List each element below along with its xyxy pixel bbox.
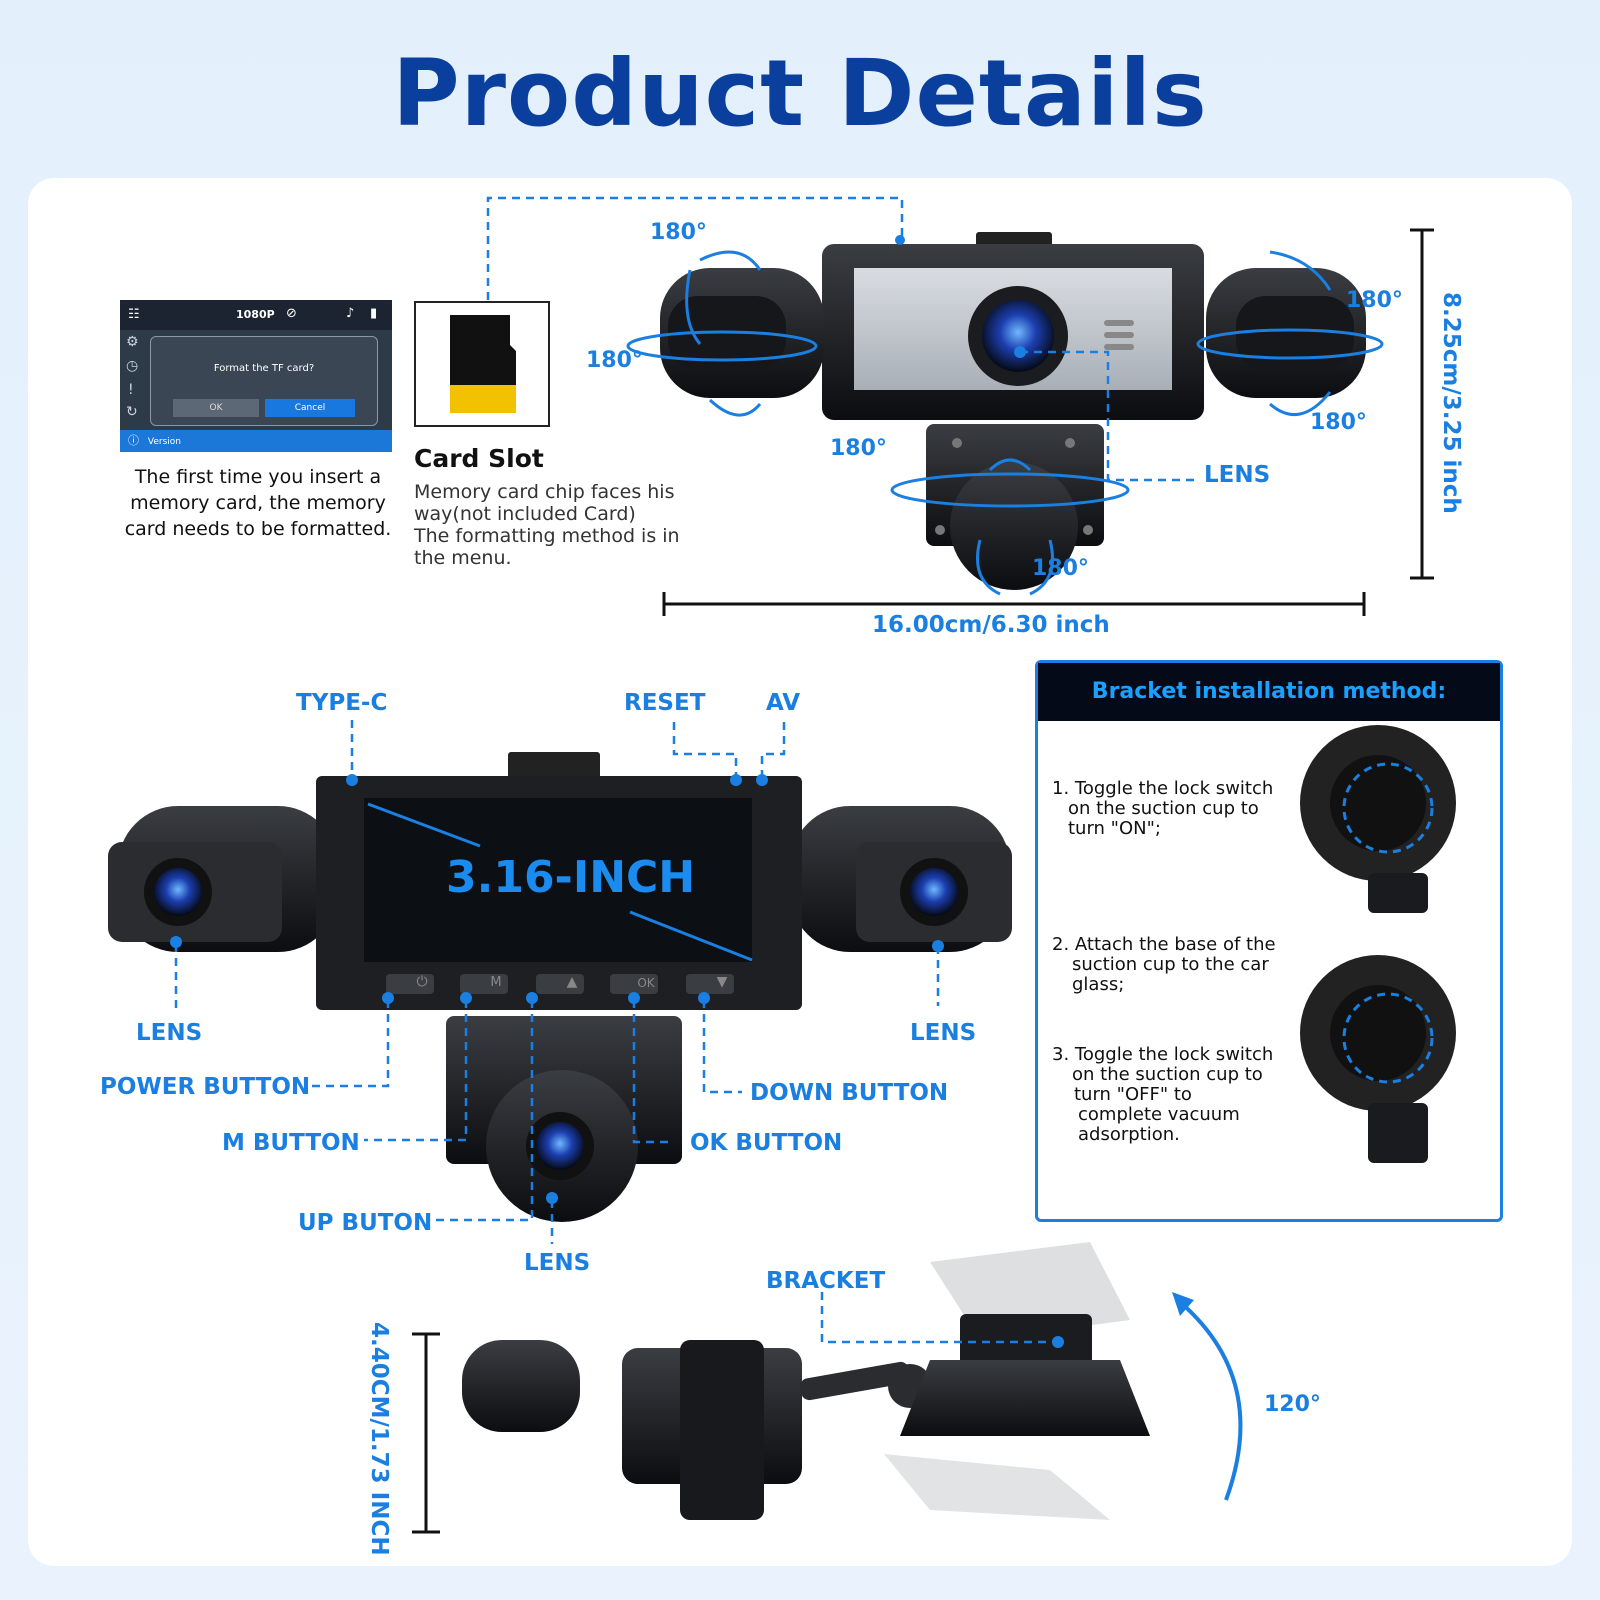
suction-cup-images xyxy=(1300,725,1456,1163)
card-slot-text: Memory card chip faces his way(not inclu… xyxy=(414,481,704,569)
ok-button[interactable]: OK xyxy=(173,399,259,417)
bracket-step-2: 2. Attach the base of the suction cup to… xyxy=(1052,935,1276,995)
info-icon: ⓘ xyxy=(128,434,139,447)
sd-card-icon xyxy=(450,315,516,413)
dimension-lines xyxy=(412,228,1434,1534)
side-view-device xyxy=(462,1242,1150,1520)
front-device xyxy=(108,752,1012,1222)
top-lens-label: LENS xyxy=(1204,462,1271,488)
card-slot-line: The formatting method is in xyxy=(414,525,680,547)
version-label: Version xyxy=(147,437,181,447)
dialog-text: Format the TF card? xyxy=(213,363,315,374)
refresh-icon: ↻ xyxy=(126,404,138,420)
reset-label: RESET xyxy=(624,690,706,716)
settings-icon: ☷ xyxy=(128,307,140,322)
width-dimension: 16.00cm/6.30 inch xyxy=(872,612,1110,638)
right-lens-label: LENS xyxy=(910,1020,977,1046)
bracket-step-line: on the suction cup to xyxy=(1072,1064,1263,1085)
type-c-label: TYPE-C xyxy=(296,690,388,716)
bracket-step-line: turn "ON"; xyxy=(1068,818,1161,839)
bracket-step-1: 1. Toggle the lock switch on the suction… xyxy=(1052,779,1273,839)
no-record-icon: ⊘ xyxy=(286,306,297,321)
format-note-line: card needs to be formatted. xyxy=(124,518,392,540)
bracket-step-line: suction cup to the car xyxy=(1072,954,1269,975)
top-leader-lines xyxy=(486,196,1196,482)
cancel-button[interactable]: Cancel xyxy=(265,399,355,417)
angle-arc xyxy=(1178,1300,1243,1501)
bottom-lens-label: LENS xyxy=(524,1250,591,1276)
format-screen: ☷ 1080P ⊘ ♪ ▮ ⚙ ◷ ! ↻ Format the TF card… xyxy=(120,300,392,452)
bracket-angle-label: 120° xyxy=(1264,1392,1321,1417)
alert-icon: ! xyxy=(128,382,134,398)
bracket-step-3: 3. Toggle the lock switch on the suction… xyxy=(1052,1045,1273,1145)
bracket-step-line: turn "OFF" to xyxy=(1074,1084,1192,1105)
ok-button-mark: OK xyxy=(637,976,655,990)
battery-icon: ▮ xyxy=(370,306,378,321)
card-slot-line: Memory card chip faces his xyxy=(414,481,675,503)
front-leader-dots xyxy=(170,774,944,1204)
bracket-step-line: 1. Toggle the lock switch xyxy=(1052,778,1274,799)
left-lens-label: LENS xyxy=(136,1020,203,1046)
top-device xyxy=(660,232,1366,590)
rotation-label: 180° xyxy=(1032,556,1089,581)
bracket-heading: Bracket installation method: xyxy=(1038,663,1500,721)
gear-icon: ⚙ xyxy=(126,334,139,350)
screen-status-bar: ☷ 1080P ⊘ ♪ ▮ xyxy=(120,300,392,330)
up-button-label: UP BUTON xyxy=(298,1210,433,1236)
power-icon: ⏻ xyxy=(416,974,428,990)
format-note-line: memory card, the memory xyxy=(130,492,386,514)
bracket-step-line: 3. Toggle the lock switch xyxy=(1052,1044,1274,1065)
down-button-label: DOWN BUTTON xyxy=(750,1080,949,1106)
bracket-step-line: adsorption. xyxy=(1078,1124,1180,1145)
clock-icon: ◷ xyxy=(126,358,139,374)
down-arrow-icon: ▼ xyxy=(716,974,728,990)
page-title: Product Details xyxy=(392,40,1208,147)
depth-dimension: 4.40CM/1.73 INCH xyxy=(366,1322,392,1556)
resolution-text: 1080P xyxy=(236,308,275,321)
rotation-label: 180° xyxy=(830,436,887,461)
height-dimension: 8.25cm/3.25 inch xyxy=(1438,292,1464,514)
rotation-label: 180° xyxy=(586,348,643,373)
bracket-step-line: 2. Attach the base of the xyxy=(1052,934,1276,955)
bracket-label: BRACKET xyxy=(766,1268,886,1294)
format-dialog: Format the TF card? OK Cancel xyxy=(150,336,378,426)
front-leader-lines xyxy=(174,720,940,1244)
rotation-label: 180° xyxy=(1310,410,1367,435)
mic-icon: ♪ xyxy=(346,306,355,321)
av-label: AV xyxy=(766,690,801,716)
format-note-line: The first time you insert a xyxy=(134,466,382,488)
version-bar: ⓘ Version xyxy=(120,430,392,452)
rotation-arrows xyxy=(626,250,1384,596)
card-slot-title: Card Slot xyxy=(414,444,544,473)
m-button-label: M BUTTON xyxy=(222,1130,360,1156)
bracket-step-line: glass; xyxy=(1072,974,1125,995)
card-slot-image xyxy=(414,301,550,427)
card-slot-line: the menu. xyxy=(414,547,512,569)
up-arrow-icon: ▲ xyxy=(566,974,578,990)
format-note: The first time you insert a memory card,… xyxy=(108,464,408,542)
m-button-mark: M xyxy=(490,975,502,990)
screen-size-label: 3.16-INCH xyxy=(446,852,696,903)
bracket-step-line: complete vacuum xyxy=(1078,1104,1240,1125)
rotation-label: 180° xyxy=(1346,288,1403,313)
bracket-installation-panel: Bracket installation method: 1. Toggle t… xyxy=(1035,660,1503,1222)
bracket-step-line: on the suction cup to xyxy=(1068,798,1259,819)
power-button-label: POWER BUTTON xyxy=(100,1074,311,1100)
ok-button-label: OK BUTTON xyxy=(690,1130,843,1156)
card-slot-line: way(not included Card) xyxy=(414,503,636,525)
rotation-label: 180° xyxy=(650,220,707,245)
